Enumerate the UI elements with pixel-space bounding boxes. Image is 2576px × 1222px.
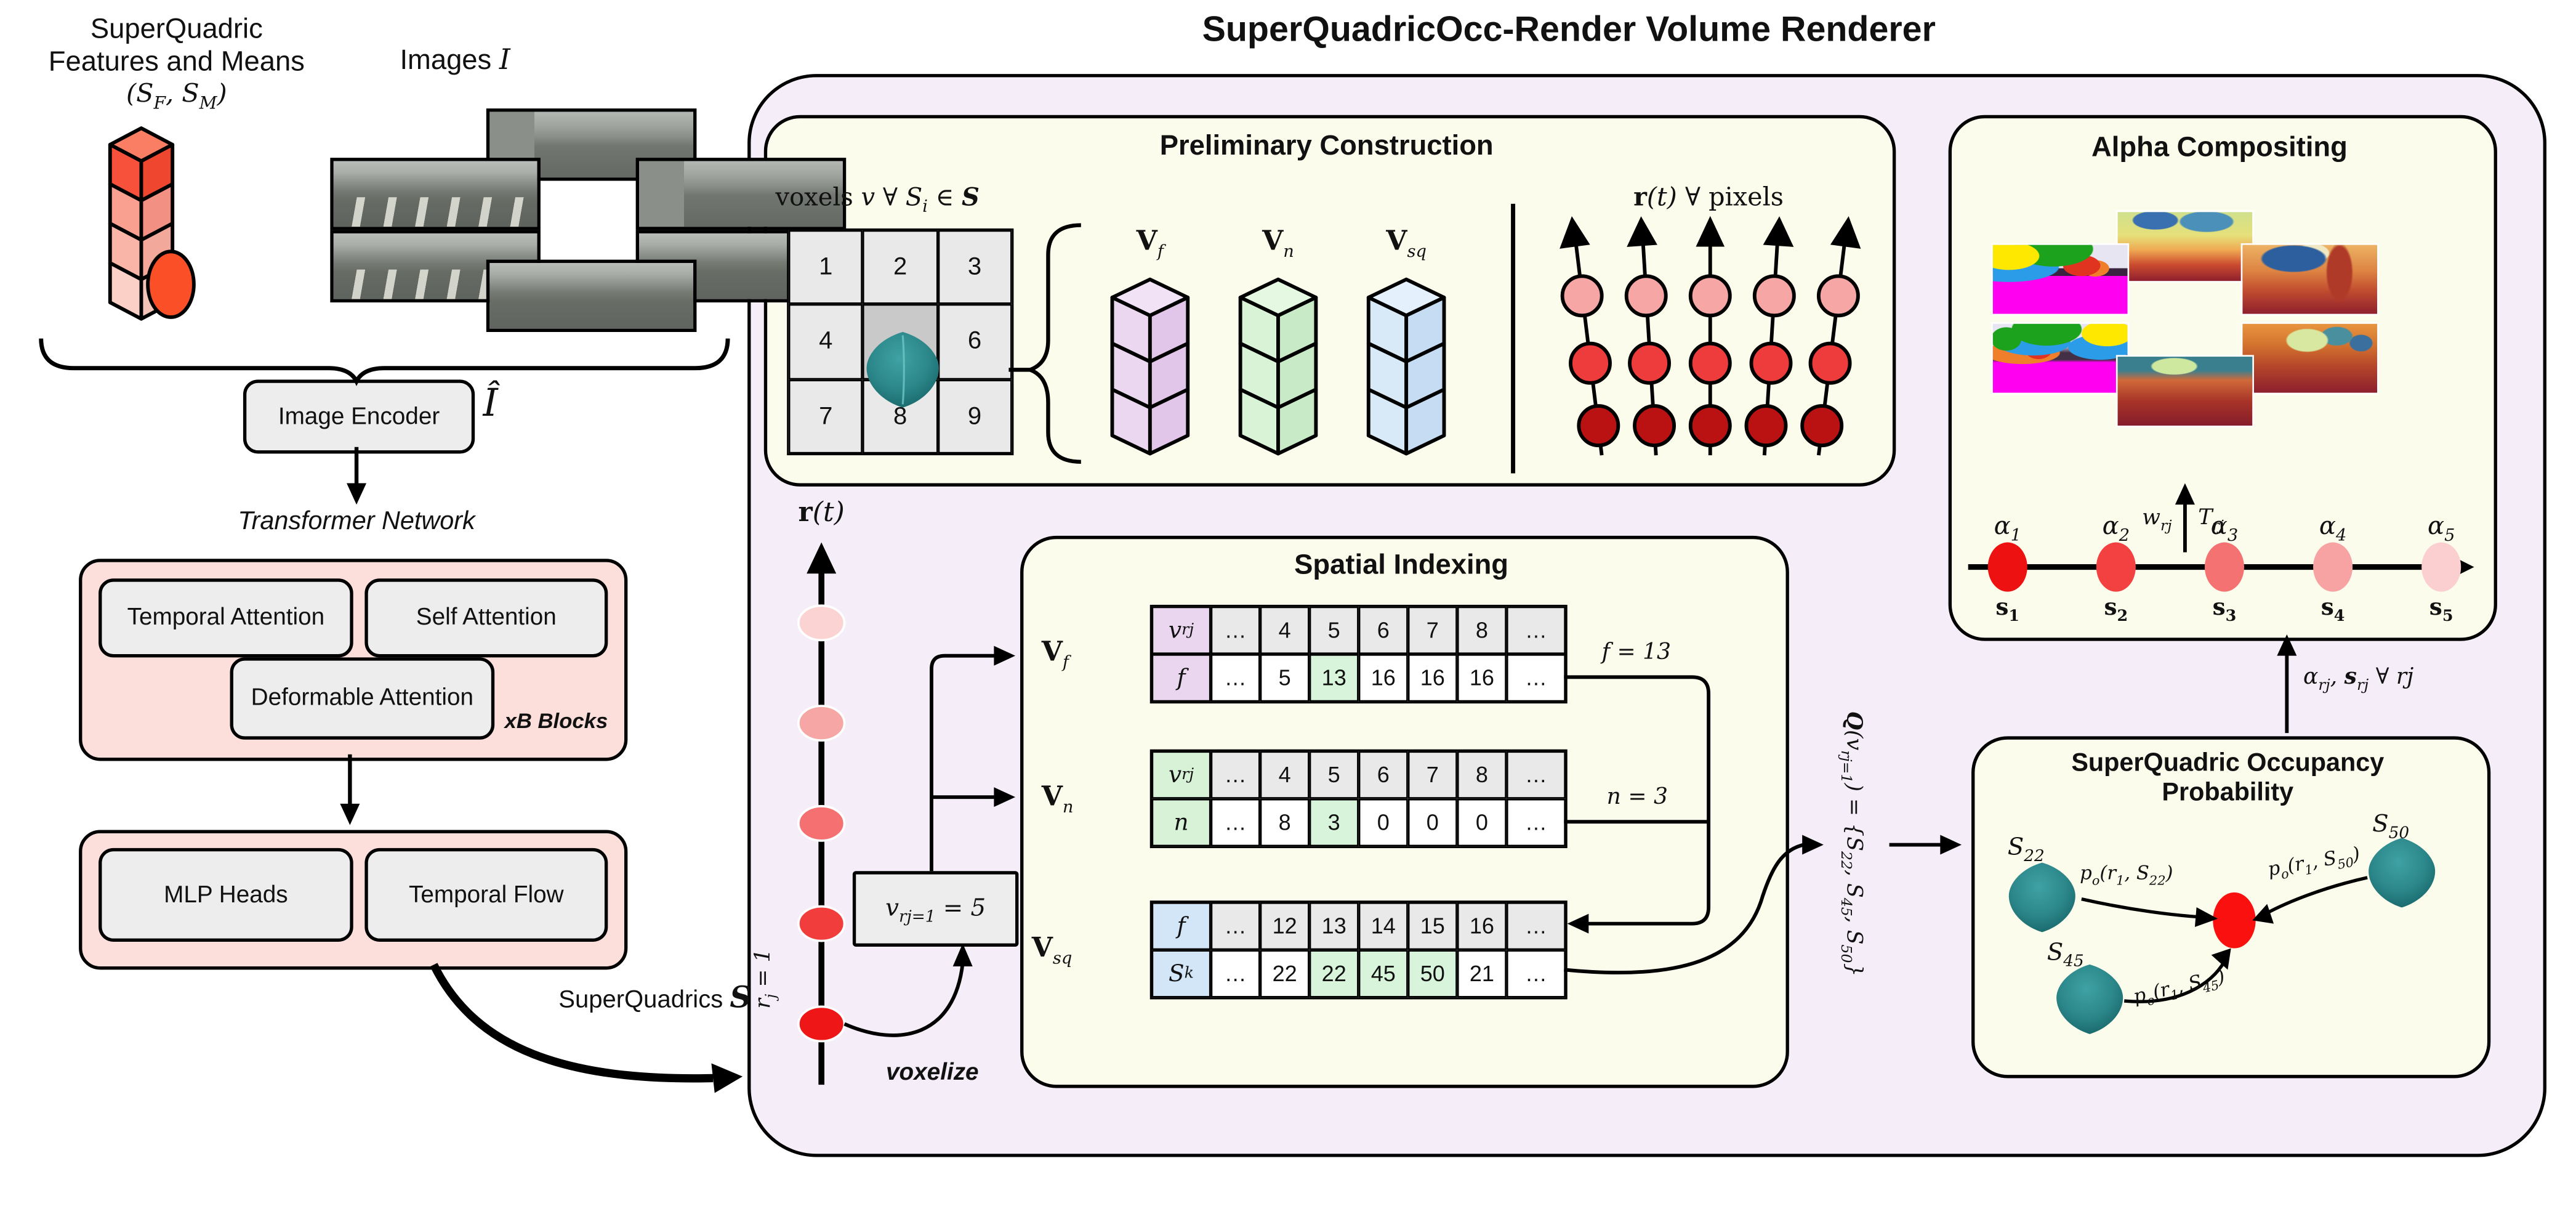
sk-to-query-arrow-icon [1563,835,1824,975]
feature-column-icons [1110,277,1446,456]
features-math: (SF, SM) [126,79,227,114]
occupancy-to-alpha-arrow-icon [2277,634,2297,734]
camera-image-back [486,259,697,333]
vsq-column-label: Vsq [1386,225,1427,262]
alpha-output-caption: αrj, srj ∀ rj [2303,664,2414,695]
preliminary-title: Preliminary Construction [1159,129,1494,161]
weight-w-label: wrj [2142,506,2172,535]
s2-label: s2 [2104,594,2128,626]
weights-arrow-icon [2175,483,2195,552]
alpha3-label: α3 [2210,511,2239,546]
voxel-grid: 1 2 3 4 6 7 8 9 [787,228,1014,455]
camera-image-front-left [330,158,541,230]
voxel-cell-2: 2 [863,230,938,305]
encoded-images-math: Î [483,382,498,426]
features-caption: SuperQuadric Features and Means (SF, SM) [0,13,353,114]
ray-caption: r(t) [798,496,845,528]
superquadric-feature-stack-icon [108,126,196,321]
depth-map-back [2115,355,2255,427]
voxel-cell-9: 9 [937,379,1012,454]
pixel-rays-caption: r(t) ∀ pixels [1633,180,1784,212]
image-encoder-box: Image Encoder [243,379,475,454]
blocks-caption: xB Blocks [504,708,608,734]
superquadrics-output-arrow-icon [430,963,743,1093]
superquadric-mean-ellipse-icon [146,249,196,319]
depth-map-front-right [2240,243,2379,316]
s22-node-label: S22 [2007,835,2045,866]
voxel-id-box: vrj=1 = 5 [852,871,1019,947]
figure-title: SuperQuadricOcc-Render Volume Renderer [1202,10,1936,50]
alpha2-label: α2 [2102,511,2130,546]
p22-edge-label: po(r1, S22) [2080,861,2173,888]
s5-label: s5 [2429,594,2453,626]
voxel-cell-3: 3 [937,230,1012,305]
ray-index-caption: rj = 1 [751,949,781,1009]
voxelize-arrow-icon [843,943,973,1037]
alpha-title: Alpha Compositing [2091,131,2348,163]
s50-node-label: S50 [2372,812,2410,843]
vf-table-label: Vf [1041,636,1069,673]
query-point-icon [2213,892,2256,949]
s3-label: s3 [2212,594,2237,626]
sample-ray-icon [797,542,846,1085]
voxels-caption: voxels v ∀ Si ∈ S [775,182,980,217]
transformer-caption: Transformer Network [238,508,475,536]
depth-map-back-right [2240,322,2379,395]
voxelize-caption: voxelize [886,1060,979,1086]
s45-node-label: S45 [2047,940,2084,971]
camera-image-front-right [635,158,847,230]
voxel-cell-1: 1 [788,230,863,305]
alpha1-label: α1 [1994,511,2021,546]
features-caption-line1: SuperQuadric [90,13,263,45]
temporal-attention-label: Temporal Attention [127,604,325,631]
features-caption-line2: Features and Means [48,45,305,77]
spatial-title: Spatial Indexing [1294,549,1509,580]
s4-label: s4 [2320,594,2345,626]
vf-column-label: Vf [1136,225,1164,262]
voxel-lookup-arrows-icon [930,645,1016,872]
alpha5-label: α5 [2428,511,2455,546]
mlp-heads-label: MLP Heads [164,881,288,908]
compositing-axis-icon [1968,542,2474,592]
superquadric-shape-icon [866,332,939,408]
n-result-label: n = 3 [1606,783,1668,811]
query-set-caption: Q(vrj=1) = {S22, S45, S50} [1836,711,1866,977]
mlp-heads-box: MLP Heads [99,848,353,942]
semantic-map-front-left [1991,243,2130,316]
temporal-attention-box: Temporal Attention [99,578,353,658]
grid-to-columns-brace-icon [1008,223,1081,464]
f-result-label: f = 13 [1601,639,1671,666]
superquadrics-caption: SuperQuadrics S [558,981,752,1016]
f13-connector-icon [1564,675,1711,934]
vn-column-label: Vn [1262,225,1294,262]
weight-t-label: Trj [2198,506,2224,535]
deformable-attention-label: Deformable Attention [251,685,474,712]
voxel-cell-7: 7 [788,379,863,454]
s1-label: s1 [1995,594,2020,626]
vsq-table-label: Vsq [1031,931,1073,969]
inputs-brace-icon [39,338,730,386]
image-encoder-label: Image Encoder [278,403,440,430]
transformer-to-heads-arrow-icon [340,754,360,825]
temporal-flow-label: Temporal Flow [409,881,564,908]
temporal-flow-box: Temporal Flow [364,848,608,942]
pixel-rays-icon [1560,216,1861,456]
self-attention-label: Self Attention [416,604,557,631]
deformable-attention-box: Deformable Attention [230,657,495,740]
alpha4-label: α4 [2319,511,2347,546]
voxel-cell-4: 4 [788,304,863,379]
encoder-to-transformer-arrow-icon [347,447,367,505]
occupancy-superquadric-icons [2008,838,2436,1034]
self-attention-box: Self Attention [364,578,608,658]
vn-table-label: Vn [1041,780,1074,817]
images-caption: Images I [400,44,510,78]
voxel-cell-6: 6 [937,304,1012,379]
query-to-occupancy-arrow-icon [1889,835,1962,855]
